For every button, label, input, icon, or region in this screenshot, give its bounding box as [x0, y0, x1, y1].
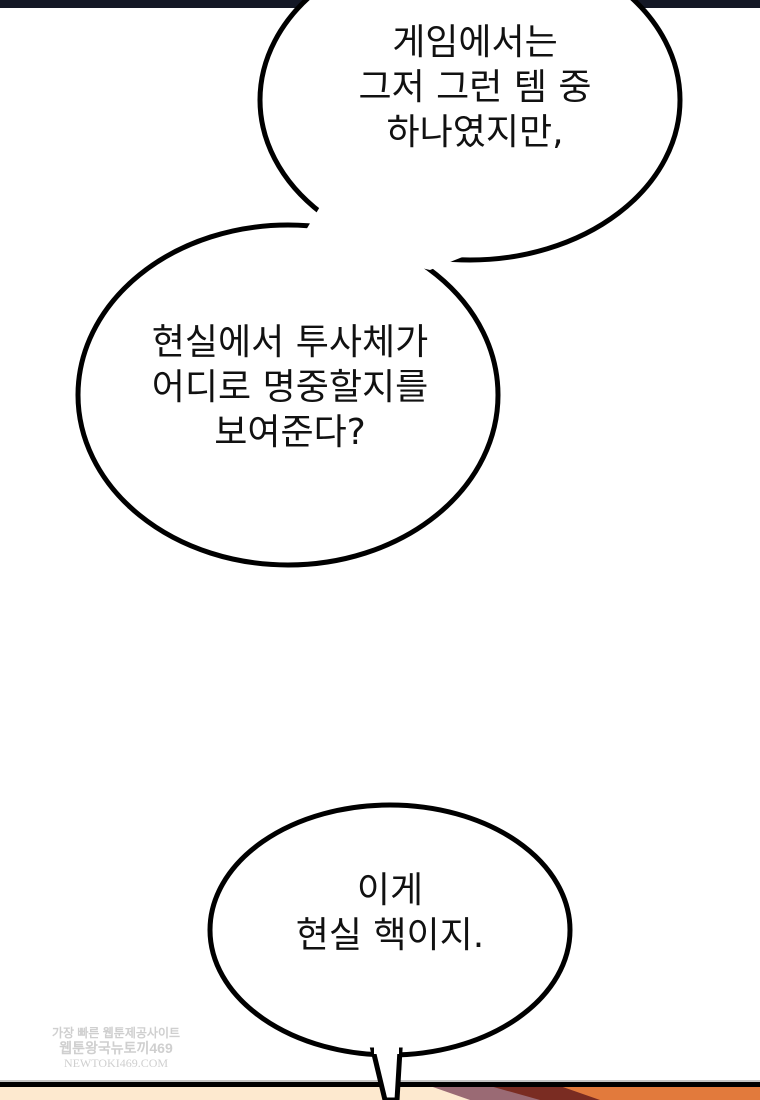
bubble-1-line: 게임에서는	[392, 22, 558, 63]
watermark-line-2: 웹툰왕국뉴토끼469	[59, 1040, 173, 1056]
bottom-panel-shape-orange	[560, 1086, 760, 1100]
bubble-2-line: 현실에서 투사체가	[151, 322, 429, 363]
bubble-1-line: 하나였지만,	[386, 112, 564, 153]
bubble-3-line: 이게	[356, 870, 424, 911]
bubble-1-line: 그저 그런 템 중	[358, 67, 592, 108]
watermark-line-3: NEWTOKI469.COM	[63, 1056, 169, 1070]
watermark: 가장 빠른 웹툰제공사이트 웹툰왕국뉴토끼469 NEWTOKI469.COM	[48, 1026, 184, 1071]
bubble-2-line: 어디로 명중할지를	[151, 367, 429, 408]
bubble-3-line: 현실 핵이지.	[295, 915, 485, 956]
speech-bubble-bottom	[207, 802, 573, 1100]
bubble-1-text: 게임에서는 그저 그런 템 중 하나였지만,	[310, 20, 640, 155]
bubble-2-line: 보여준다?	[214, 412, 366, 453]
bubble-2-text: 현실에서 투사체가 어디로 명중할지를 보여준다?	[130, 320, 450, 455]
speech-bubble-group-top-fill	[81, 0, 677, 562]
watermark-line-1: 가장 빠른 웹툰제공사이트	[51, 1026, 181, 1040]
bubble-3-text: 이게 현실 핵이지.	[230, 868, 550, 958]
